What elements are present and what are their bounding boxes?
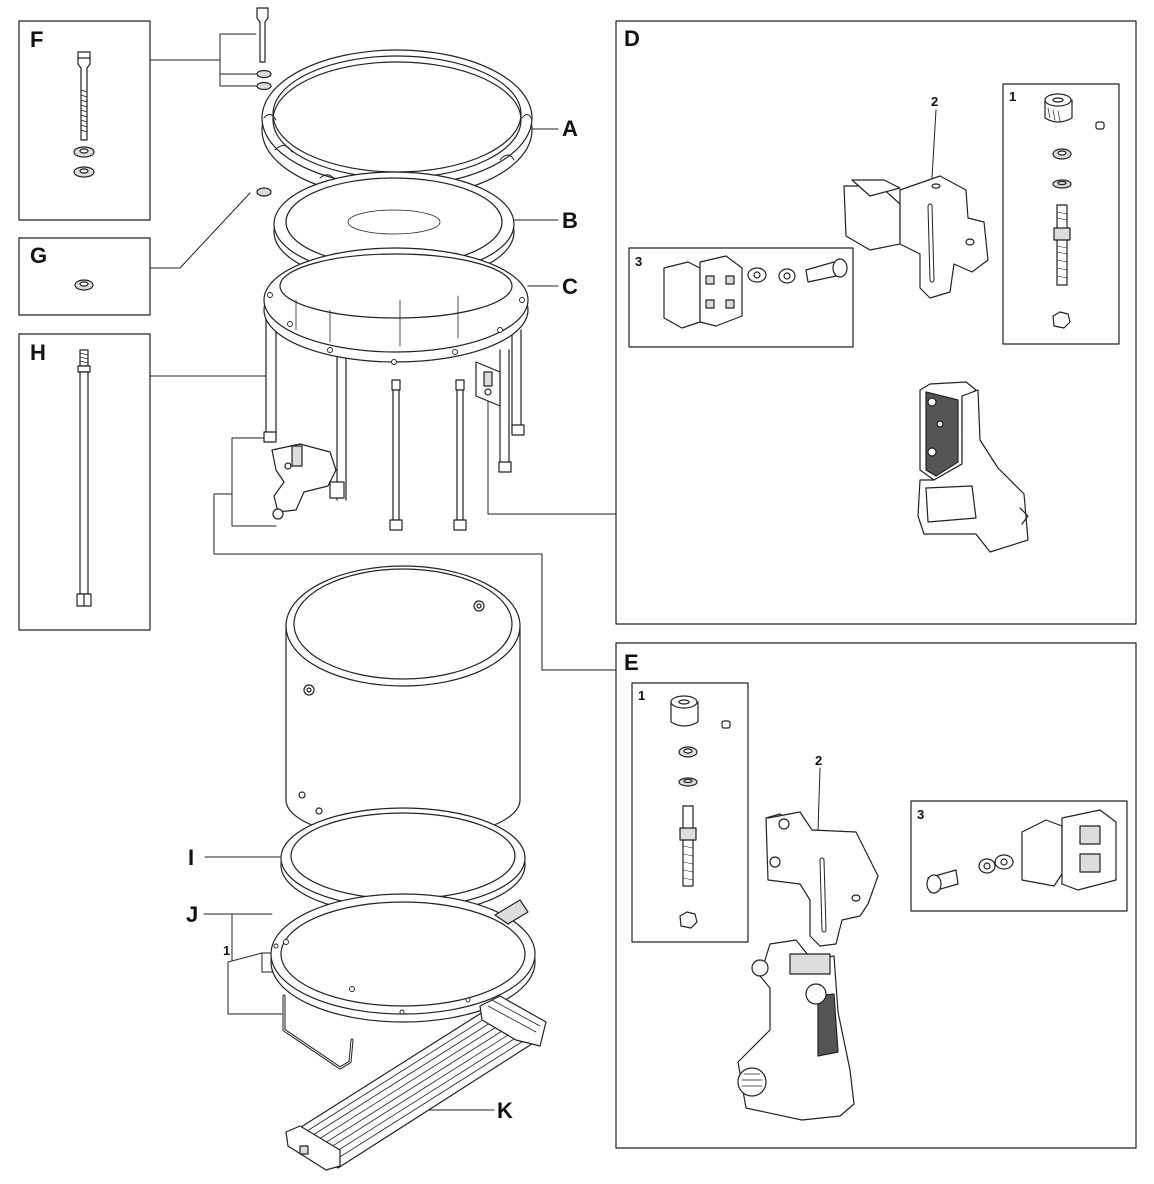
tension-rod-icon bbox=[389, 379, 467, 531]
sublabel-e1: 1 bbox=[638, 688, 646, 703]
label-b: B bbox=[562, 208, 578, 233]
label-i: I bbox=[188, 845, 195, 870]
hoop-j bbox=[270, 893, 536, 1023]
label-e: E bbox=[624, 650, 639, 675]
box-h bbox=[18, 333, 151, 631]
tension-rod-icon bbox=[77, 51, 91, 141]
sublabel-e2: 2 bbox=[815, 753, 823, 768]
washer-icon bbox=[73, 146, 95, 178]
snare-wires-icon bbox=[285, 995, 547, 1171]
label-h: H bbox=[30, 340, 46, 365]
drum-shell bbox=[285, 565, 521, 841]
label-a: A bbox=[562, 116, 578, 141]
mounting-bracket-icon bbox=[765, 767, 879, 947]
strainer-clamp-icon bbox=[926, 809, 1117, 894]
shell-c bbox=[263, 247, 529, 501]
leader-lines bbox=[149, 33, 617, 1111]
wire-hook-icon bbox=[282, 994, 354, 1070]
hoop-a bbox=[261, 49, 533, 199]
sublabel-e3: 3 bbox=[917, 807, 925, 822]
box-g bbox=[18, 237, 151, 316]
butt-end-icon bbox=[737, 939, 855, 1121]
box-d1 bbox=[1002, 83, 1120, 345]
label-g: G bbox=[30, 243, 48, 268]
sublabel-d3: 3 bbox=[635, 254, 643, 269]
label-k: K bbox=[497, 1098, 513, 1123]
washer-icon bbox=[74, 279, 94, 291]
mounting-bracket-icon bbox=[843, 109, 989, 299]
box-e3 bbox=[910, 800, 1128, 912]
sublabel-d1: 1 bbox=[1009, 89, 1017, 104]
long-rod-icon bbox=[76, 349, 92, 607]
strainer-knob-icon bbox=[670, 695, 731, 929]
box-e bbox=[615, 642, 1137, 1149]
strainer-clamp-icon bbox=[663, 255, 848, 329]
strainer-knob-icon bbox=[1044, 93, 1105, 329]
label-c: C bbox=[562, 274, 578, 299]
throw-off-icon bbox=[917, 381, 1029, 553]
label-d: D bbox=[624, 26, 640, 51]
label-j: J bbox=[186, 902, 199, 927]
box-d3 bbox=[628, 247, 854, 348]
tension-rod-icon bbox=[256, 7, 272, 91]
box-d bbox=[615, 20, 1137, 625]
throw-off-icon bbox=[475, 361, 501, 407]
box-e1 bbox=[631, 682, 749, 943]
butt-end-icon bbox=[271, 443, 345, 520]
sublabel-d2: 2 bbox=[931, 94, 939, 109]
label-f: F bbox=[30, 27, 44, 52]
sublabel-j1: 1 bbox=[223, 943, 231, 958]
box-f bbox=[18, 20, 151, 221]
